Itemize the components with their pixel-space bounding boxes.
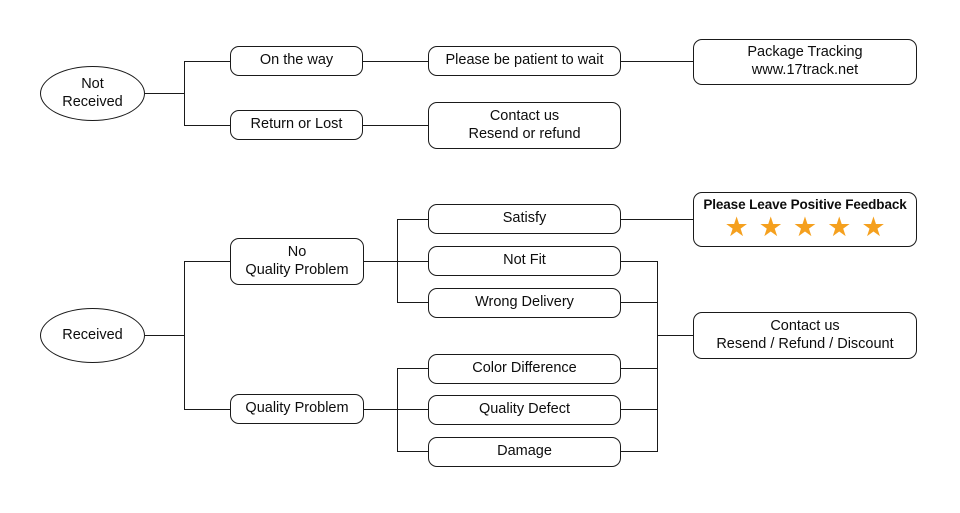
connector-received-split [184, 261, 186, 410]
feedback-title: Please Leave Positive Feedback [703, 196, 907, 212]
node-wrong-delivery[interactable]: Wrong Delivery [428, 288, 621, 318]
node-contact-us-resend-or-refund[interactable]: Contact us Resend or refund [428, 102, 621, 149]
node-not-fit[interactable]: Not Fit [428, 246, 621, 276]
connector-merge-rail [657, 261, 659, 452]
star-icon[interactable]: ★ [861, 212, 886, 243]
connector-received-stem [145, 335, 185, 337]
node-please-leave-positive-feedback[interactable]: Please Leave Positive Feedback ★ ★ ★ ★ ★ [693, 192, 917, 247]
node-package-tracking[interactable]: Package Tracking www.17track.net [693, 39, 917, 85]
connector-damage-to-rail [620, 451, 658, 453]
connector-to-wrong-delivery [397, 302, 429, 304]
connector-to-color-difference [397, 368, 429, 370]
node-return-or-lost[interactable]: Return or Lost [230, 110, 363, 140]
node-on-the-way[interactable]: On the way [230, 46, 363, 76]
connector-not-received-split [184, 61, 186, 126]
node-quality-defect[interactable]: Quality Defect [428, 395, 621, 425]
node-contact-us-resend-refund-discount[interactable]: Contact us Resend / Refund / Discount [693, 312, 917, 359]
connector-return-or-lost-to-contact [362, 125, 429, 127]
connector-to-not-fit [397, 261, 429, 263]
connector-to-quality-defect [397, 409, 429, 411]
connector-on-the-way-to-please-wait [362, 61, 429, 63]
connector-to-quality-problem [184, 409, 231, 411]
node-color-difference[interactable]: Color Difference [428, 354, 621, 384]
connector-color-difference-to-rail [620, 368, 658, 370]
connector-please-wait-to-package-tracking [620, 61, 694, 63]
connector-satisfy-to-feedback [620, 219, 694, 221]
connector-no-quality-problem-stem [364, 261, 398, 263]
connector-to-on-the-way [184, 61, 231, 63]
connector-quality-defect-to-rail [620, 409, 658, 411]
connector-to-no-quality-problem [184, 261, 231, 263]
connector-quality-problem-stem [364, 409, 398, 411]
node-quality-problem[interactable]: Quality Problem [230, 394, 364, 424]
star-icon[interactable]: ★ [827, 212, 852, 243]
connector-wrong-delivery-to-rail [620, 302, 658, 304]
connector-rail-to-contact-us [657, 335, 694, 337]
star-icon[interactable]: ★ [724, 212, 749, 243]
node-damage[interactable]: Damage [428, 437, 621, 467]
connector-not-fit-to-rail [620, 261, 658, 263]
node-satisfy[interactable]: Satisfy [428, 204, 621, 234]
connector-to-return-or-lost [184, 125, 231, 127]
connector-not-received-stem [145, 93, 185, 95]
connector-to-satisfy [397, 219, 429, 221]
star-icon[interactable]: ★ [792, 212, 818, 243]
node-received[interactable]: Received [40, 308, 145, 363]
star-rating[interactable]: ★ ★ ★ ★ ★ [724, 214, 885, 241]
connector-to-damage [397, 451, 429, 453]
star-icon[interactable]: ★ [758, 212, 783, 243]
node-please-be-patient-to-wait[interactable]: Please be patient to wait [428, 46, 621, 76]
node-no-quality-problem[interactable]: No Quality Problem [230, 238, 364, 285]
node-not-received[interactable]: Not Received [40, 66, 145, 121]
